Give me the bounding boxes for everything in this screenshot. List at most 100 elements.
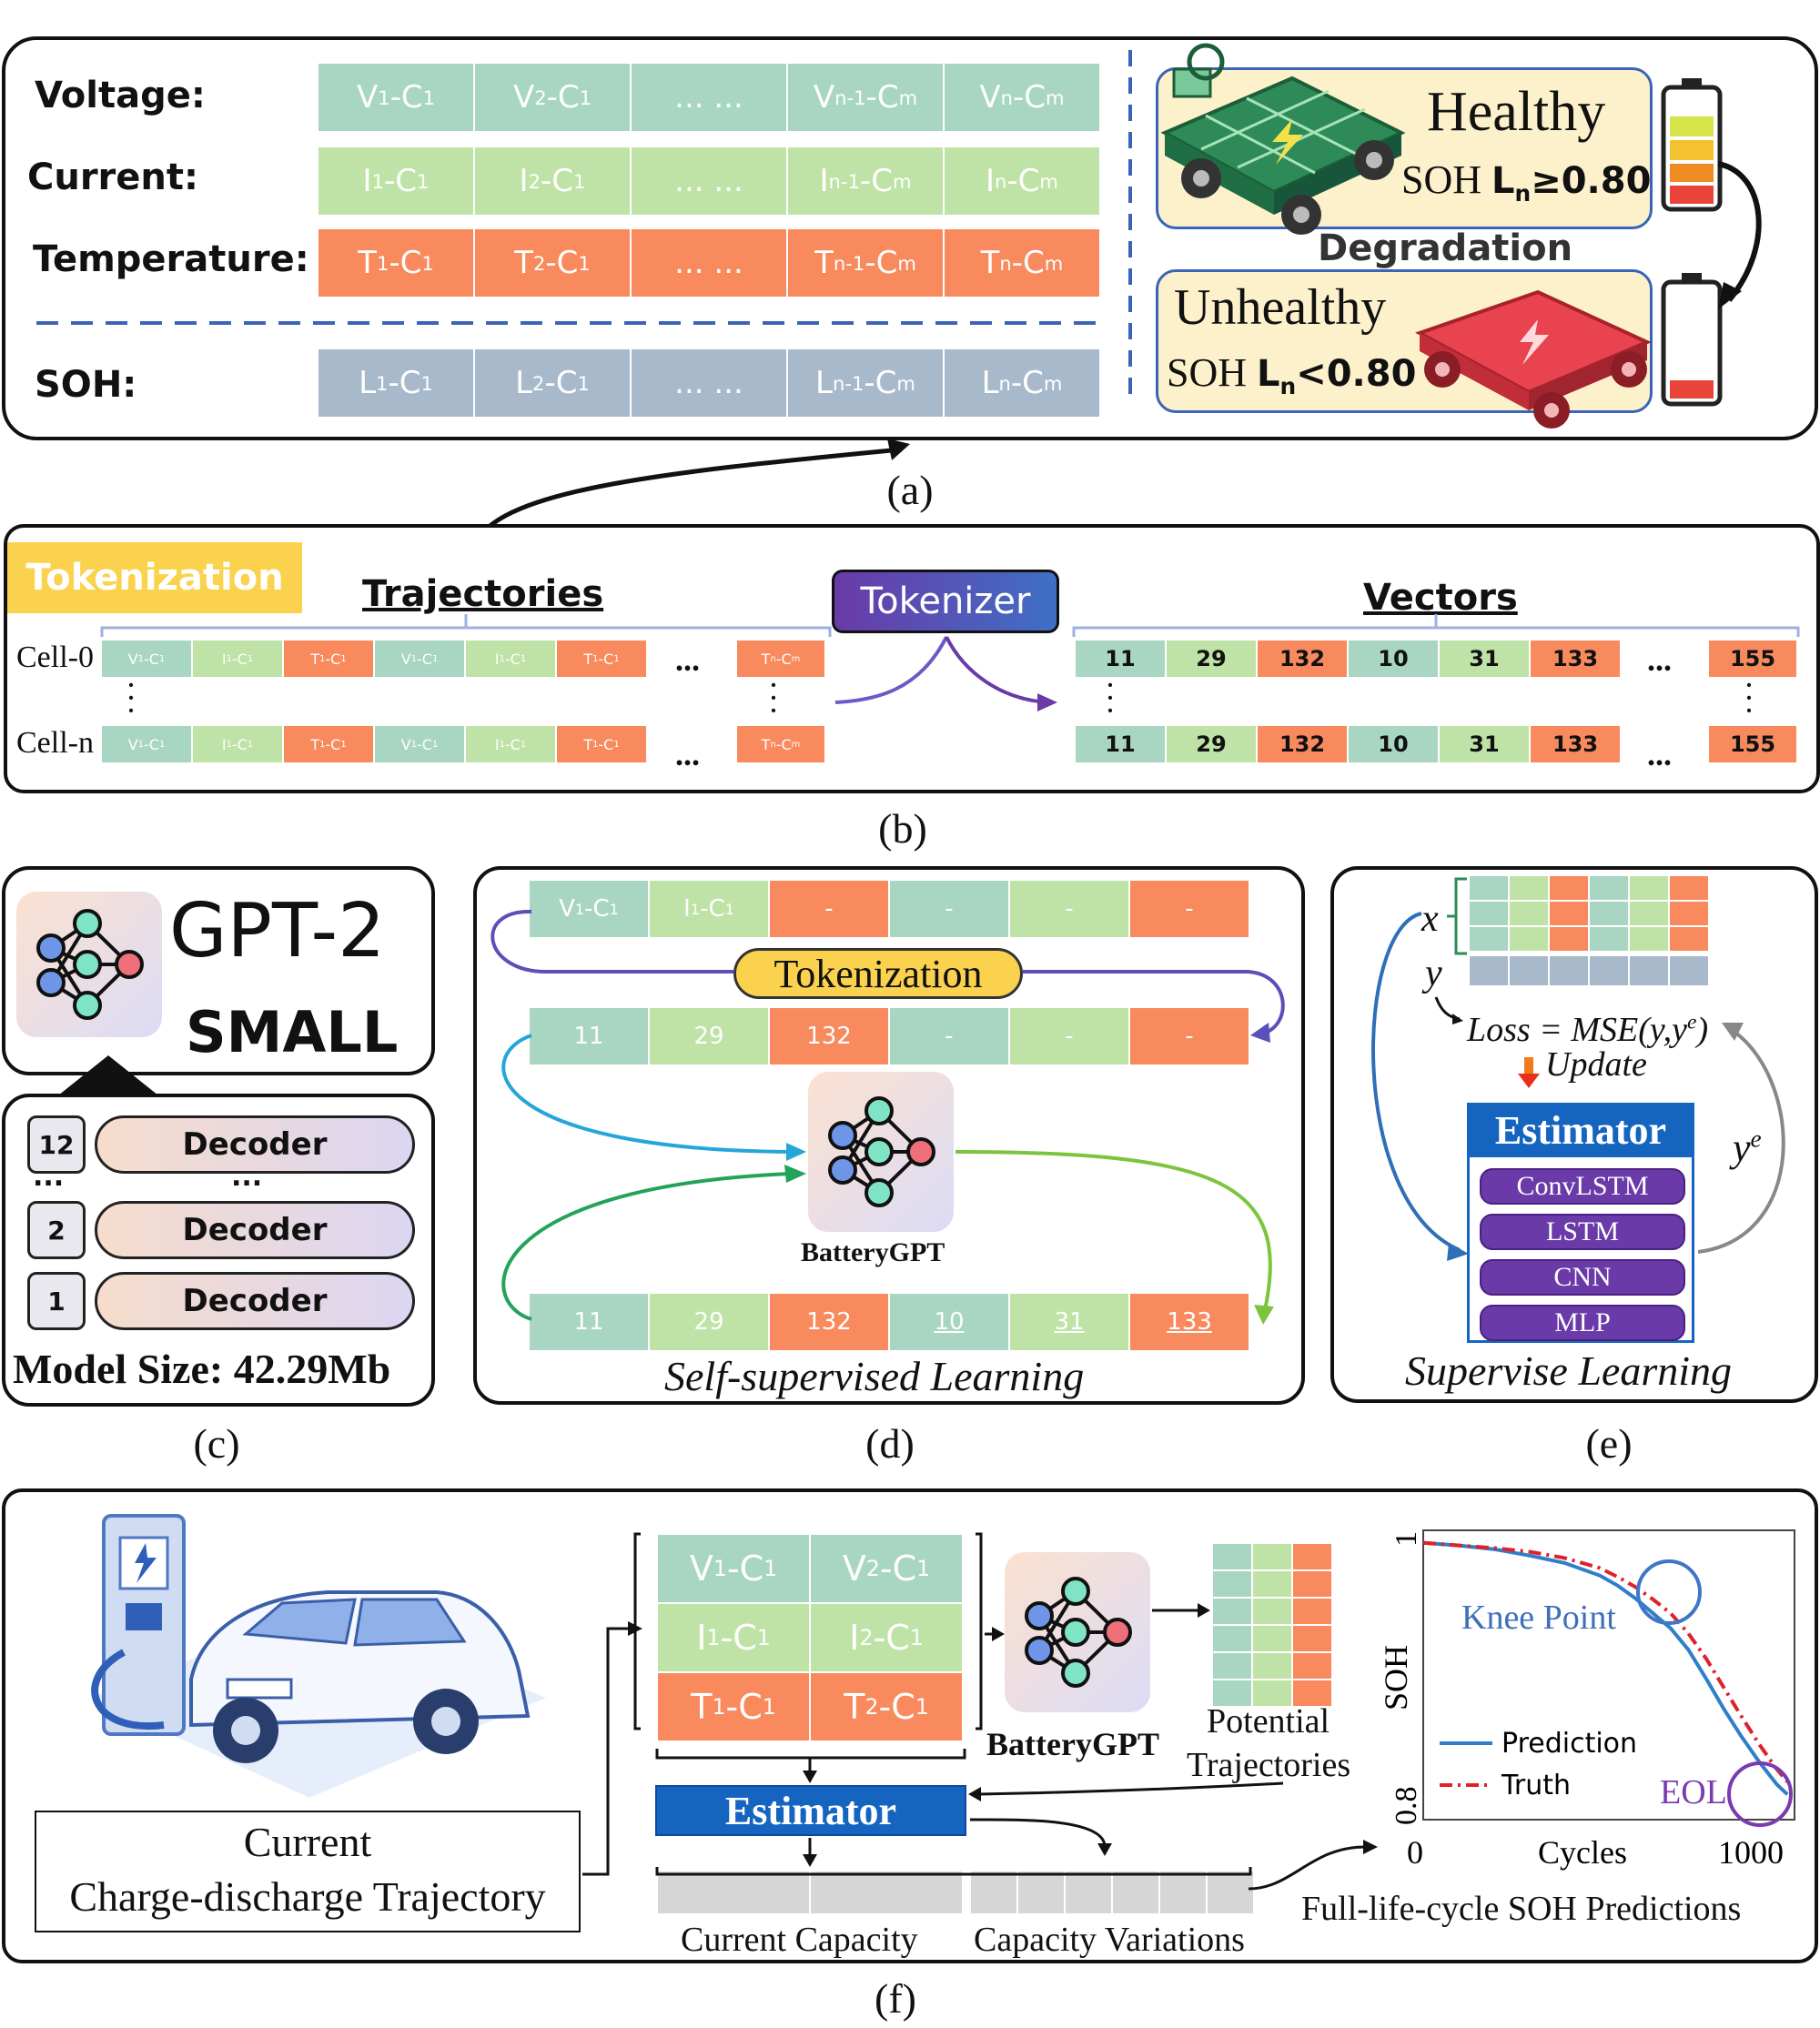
layer-dots-left: ... [33, 1161, 65, 1193]
tokenization-pill: Tokenization [733, 948, 1023, 999]
model-variant: SMALL [186, 999, 399, 1065]
vector-cell-0: 29 [1167, 641, 1258, 677]
vector-cell-n: 132 [1258, 726, 1349, 762]
feature-cell [1589, 901, 1629, 926]
x-label: x [1421, 898, 1439, 940]
loss-sup: e [1687, 1010, 1697, 1034]
feature-cell [1669, 875, 1709, 901]
full-life-label: Full-life-cycle SOH Predictions [1301, 1890, 1742, 1928]
capacity-variation-cell [1159, 1871, 1207, 1914]
label-cell [1669, 955, 1709, 986]
update-label: Update [1545, 1045, 1647, 1084]
vector-cell-0: 11 [1076, 641, 1167, 677]
panel-e-arrows [1371, 912, 1785, 1261]
feature-cell [1509, 875, 1549, 901]
potential-cell [1292, 1598, 1332, 1625]
capacity-variation-cell [1017, 1871, 1065, 1914]
chart-plot-area [1422, 1529, 1795, 1821]
potential-cell [1252, 1652, 1292, 1680]
row3-cell: 132 [770, 1294, 890, 1350]
potential-cell [1212, 1680, 1252, 1707]
tokenizer-box: Tokenizer [832, 570, 1059, 633]
potential-cell [1292, 1680, 1332, 1707]
panel-a-separators [36, 50, 1132, 400]
feature-cell [1629, 875, 1669, 901]
model-lstm: LSTM [1480, 1214, 1685, 1250]
unhealthy-cond-value: <0.80 [1296, 353, 1417, 395]
row-label-temperature: Temperature: [33, 238, 309, 280]
vector-cell-n: 31 [1440, 726, 1531, 762]
traj-ellipsis-n: ... [675, 736, 700, 772]
potential-cell [1252, 1598, 1292, 1625]
ev-charging-illustration [91, 1514, 546, 1798]
degradation-label: Degradation [1318, 227, 1573, 269]
row-label-soh: SOH: [35, 364, 137, 406]
current-capacity-cell [657, 1871, 810, 1914]
layer-number-12: 12 [27, 1115, 86, 1174]
potential-cell [1292, 1652, 1332, 1680]
model-size: Model Size: 42.29Mb [13, 1346, 391, 1392]
tokenization-badge: Tokenization [7, 542, 302, 613]
vector-cell-n: 10 [1349, 726, 1440, 762]
capacity-variation-cell [970, 1871, 1017, 1914]
battery-pack-icon [1160, 43, 1406, 235]
feature-cell [1469, 901, 1509, 926]
unhealthy-cond-var: L [1257, 353, 1280, 395]
capacity-variation-cell [1207, 1871, 1254, 1914]
row-label-current: Current: [27, 156, 199, 198]
row3-cell: 31 [1010, 1294, 1130, 1350]
potential-cell [1292, 1625, 1332, 1652]
potential-label-2: Trajectories [1187, 1746, 1351, 1784]
healthy-cond-sub: n [1514, 180, 1532, 207]
vector-last-0: 155 [1709, 641, 1798, 677]
knee-point-marker [1636, 1559, 1702, 1625]
capacity-variation-cell [1112, 1871, 1159, 1914]
tokenizer-label: Tokenizer [860, 580, 1031, 622]
feature-cell [1629, 926, 1669, 952]
feature-cell [1509, 901, 1549, 926]
row1-cell: - [890, 881, 1010, 937]
degradation-arrow-icon [1717, 161, 1762, 309]
x-brace [1447, 877, 1467, 955]
signal-cell-current: ... ... [632, 147, 788, 215]
healthy-condition: SOH Ln≥0.80 [1401, 156, 1651, 207]
current-capacity-label: Current Capacity [681, 1921, 918, 1959]
row3-cell: 29 [650, 1294, 770, 1350]
cell-0-label: Cell-0 [16, 641, 94, 674]
traj-ellipsis-0: ... [675, 641, 700, 678]
feature-cell [1629, 901, 1669, 926]
potential-cell [1212, 1625, 1252, 1652]
trajectory-label-line2: Charge-discharge Trajectory [69, 1873, 546, 1920]
batterygpt-logo-f [1005, 1552, 1150, 1712]
caption-f: (f) [875, 1975, 916, 2022]
row-label-voltage: Voltage: [35, 75, 206, 116]
unhealthy-cond-sub: n [1279, 373, 1297, 399]
panel-d-flow-arrows [490, 909, 1285, 1325]
label-cell [1629, 955, 1669, 986]
vector-last-n: 155 [1709, 726, 1798, 762]
model-convlstm: ConvLSTM [1480, 1168, 1685, 1205]
feature-cell [1509, 926, 1549, 952]
ye-label: ye [1733, 1125, 1762, 1171]
vector-cell-n: 29 [1167, 726, 1258, 762]
healthy-cond-var: L [1491, 160, 1515, 202]
legend-label-truth: Truth [1501, 1770, 1571, 1801]
tokenization-badge-label: Tokenization [25, 557, 284, 599]
y-axis-label: SOH [1378, 1645, 1414, 1710]
